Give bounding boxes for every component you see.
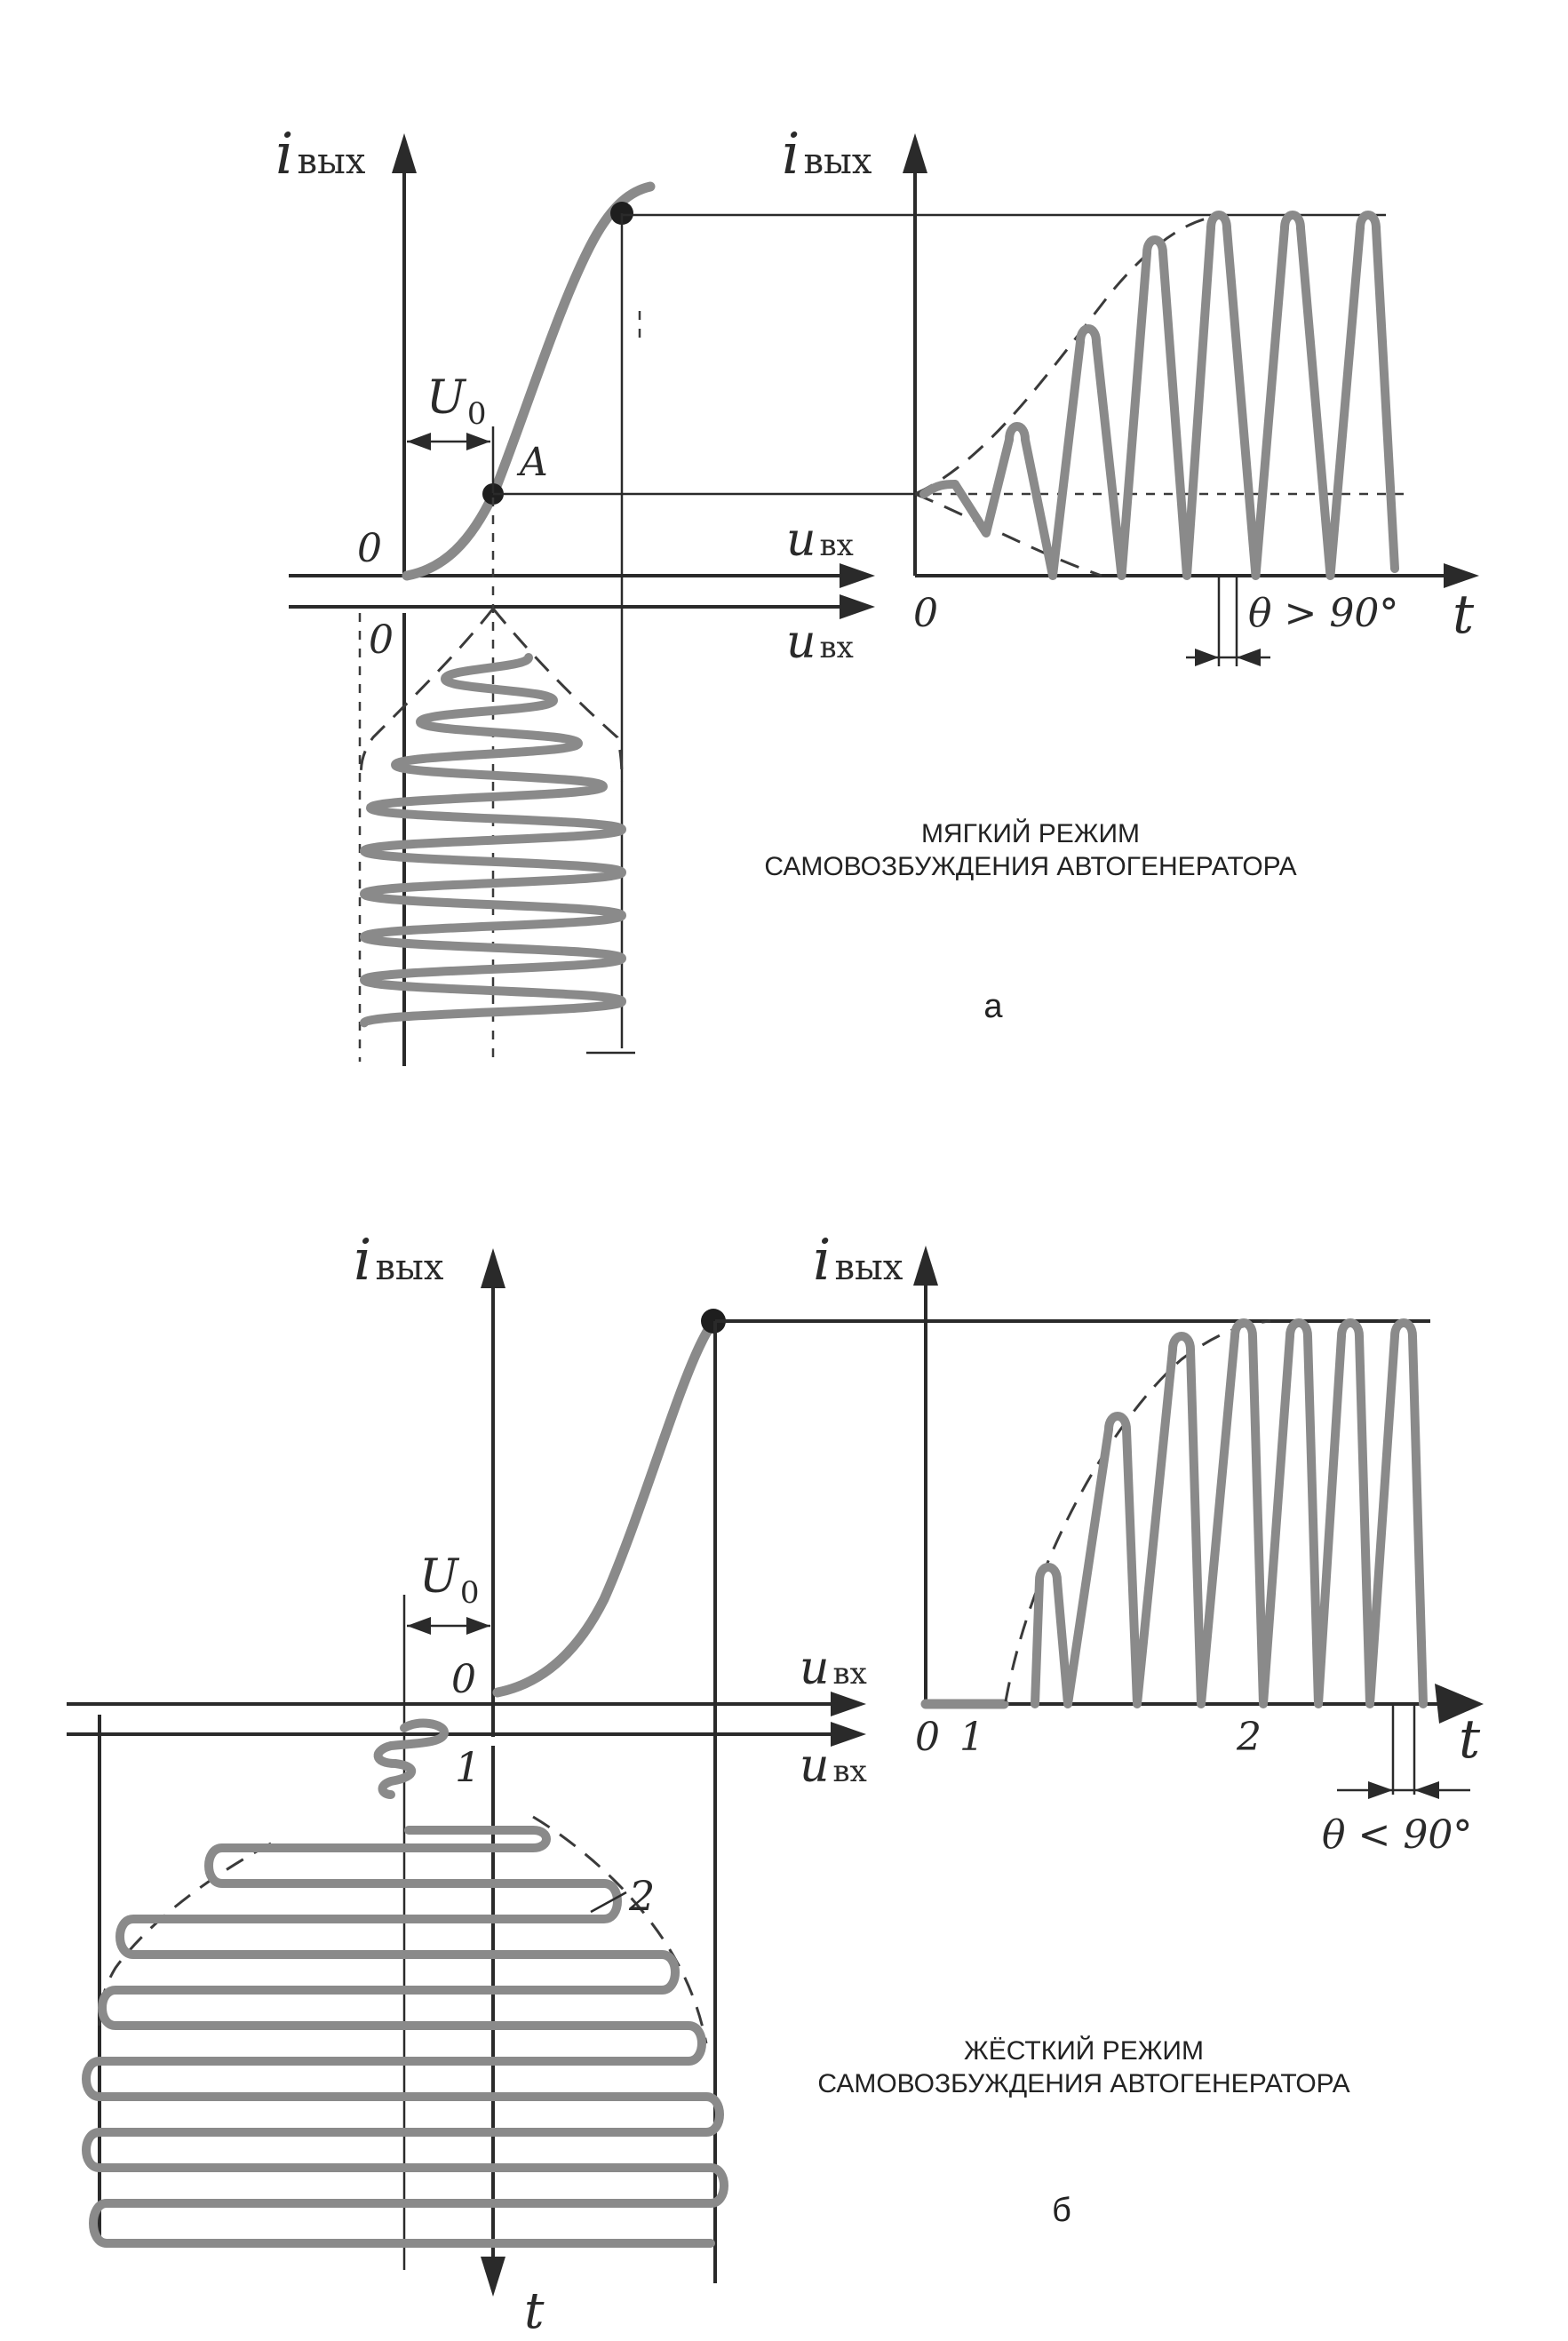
a-right-y-arrow — [903, 133, 927, 173]
a-u0-arrow-right — [466, 433, 490, 450]
a-input-oscillation — [360, 653, 626, 1028]
b-u0-arrow-right — [466, 1617, 490, 1635]
a-input-envelope-right — [491, 608, 624, 783]
b-input-envelope-right — [532, 1815, 708, 2044]
a-left-origin: 0 — [357, 526, 382, 571]
a-u0-label: U0 — [426, 371, 486, 432]
a-u0-arrow-left — [407, 433, 431, 450]
b-marker-2-leader — [590, 1891, 627, 1914]
a-right-t-label: t — [1453, 584, 1475, 646]
b-marker-1: 1 — [455, 1743, 481, 1791]
b-left-origin: 0 — [451, 1657, 476, 1702]
a-caption-line1: МЯГКИЙ РЕЖИМ — [921, 818, 1140, 848]
b-marker-2: 2 — [628, 1872, 655, 1920]
a-left-x2-arrow — [840, 594, 875, 619]
b-left-t-label: t — [524, 2282, 545, 2340]
b-left-t-arrow — [481, 2257, 505, 2297]
b-theta-arrow-right — [1414, 1781, 1439, 1799]
b-right-origin: 0 — [915, 1715, 940, 1760]
a-theta-arrow-right — [1237, 649, 1261, 666]
b-left-x2-arrow — [831, 1722, 866, 1747]
a-output-envelope-lower — [914, 492, 1102, 577]
b-transfer-curve — [492, 1312, 725, 1698]
b-theta-arrow-left — [1368, 1781, 1393, 1799]
a-input-envelope-left — [360, 608, 495, 783]
b-output-oscillation — [1031, 1318, 1428, 1708]
a-output-envelope-upper — [914, 213, 1227, 496]
b-caption-line1: ЖЁСТКИЙ РЕЖИМ — [964, 2035, 1204, 2066]
b-input-envelope-left — [98, 1842, 272, 2026]
b-input-oscillation — [82, 1826, 728, 2248]
a-panel-letter: а — [983, 988, 1003, 1025]
b-right-t-label: t — [1459, 1708, 1481, 1771]
b-panel-letter: б — [1052, 2192, 1071, 2229]
b-start-oscillation — [373, 1718, 449, 1799]
b-u0-arrow-left — [407, 1617, 431, 1635]
b-right-y-arrow — [913, 1246, 938, 1286]
a-left-origin-2: 0 — [369, 617, 394, 663]
a-output-oscillation — [919, 211, 1399, 580]
a-theta-label: θ > 90° — [1248, 591, 1398, 636]
b-u0-label: U0 — [419, 1550, 479, 1611]
a-left-x-arrow — [840, 563, 875, 588]
a-left-y-arrow — [392, 133, 417, 173]
a-right-origin: 0 — [913, 591, 938, 636]
b-right-t-arrow — [1435, 1684, 1484, 1724]
b-caption-line2: САМОВОЗБУЖДЕНИЯ АВТОГЕНЕРАТОРА — [817, 2069, 1349, 2098]
a-right-t-arrow — [1444, 563, 1479, 588]
a-caption-line2: САМОВОЗБУЖДЕНИЯ АВТОГЕНЕРАТОРА — [764, 852, 1296, 881]
a-point-a-label: A — [516, 440, 548, 485]
b-right-marker-1: 1 — [959, 1715, 984, 1760]
b-theta-label: θ < 90° — [1322, 1812, 1472, 1858]
b-left-x-arrow — [831, 1692, 866, 1716]
b-left-y-arrow — [481, 1248, 505, 1288]
a-theta-arrow-left — [1195, 649, 1219, 666]
b-right-marker-2: 2 — [1236, 1715, 1262, 1760]
